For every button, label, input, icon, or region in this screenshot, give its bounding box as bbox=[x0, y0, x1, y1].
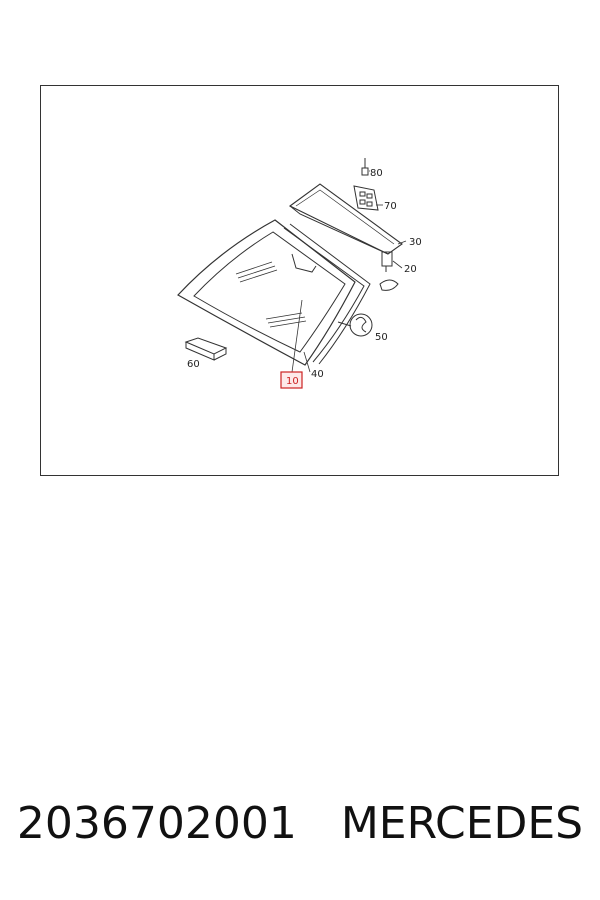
callout-label-30[interactable]: 30 bbox=[409, 237, 422, 248]
part-number: 2036702001 bbox=[16, 798, 297, 849]
bolt-part-80[interactable] bbox=[361, 158, 369, 176]
callout-label-60[interactable]: 60 bbox=[187, 359, 200, 370]
windscreen-part-10[interactable] bbox=[177, 219, 356, 366]
callout-box-10 bbox=[280, 371, 303, 389]
callout-label-70[interactable]: 70 bbox=[384, 201, 397, 212]
clip-part-50[interactable] bbox=[337, 313, 373, 337]
callout-label-20[interactable]: 20 bbox=[404, 264, 417, 275]
callout-label-80[interactable]: 80 bbox=[370, 168, 383, 179]
spacer-part-60[interactable] bbox=[184, 337, 228, 361]
parts-diagram: 10 20 30 40 50 60 70 80 bbox=[177, 158, 422, 389]
callout-label-40[interactable]: 40 bbox=[311, 369, 324, 380]
cowl-part-30[interactable] bbox=[288, 183, 403, 255]
seal-part-40[interactable] bbox=[283, 223, 371, 365]
brand-name: MERCEDES bbox=[340, 798, 584, 849]
clip-part-20[interactable] bbox=[379, 251, 399, 291]
bracket-part-70[interactable] bbox=[353, 185, 379, 211]
callout-label-10[interactable]: 10 bbox=[286, 376, 299, 387]
part-caption: 2036702001 MERCEDES bbox=[0, 798, 600, 849]
diagram-frame bbox=[40, 85, 559, 476]
callout-label-50[interactable]: 50 bbox=[375, 332, 388, 343]
